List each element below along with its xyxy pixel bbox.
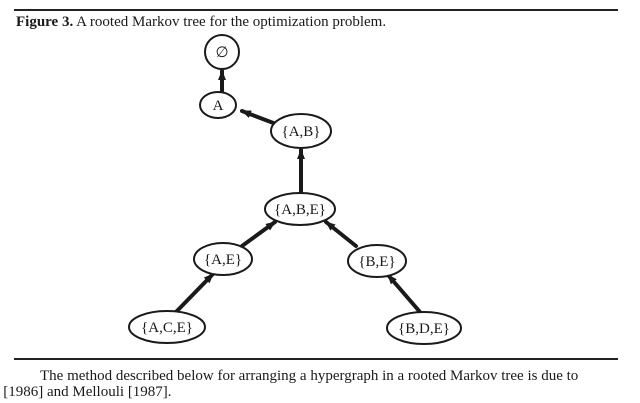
node-abe-label: {A,B,E} bbox=[274, 202, 326, 218]
node-ab-label: {A,B} bbox=[282, 124, 321, 140]
edge-ace-to-ae bbox=[174, 272, 215, 314]
body-line-2: g [1986] and Mellouli [1987]. bbox=[0, 384, 172, 400]
node-a-ellipse bbox=[199, 91, 237, 119]
node-ace-ellipse bbox=[128, 310, 206, 344]
node-ace-label: {A,C,E} bbox=[141, 320, 193, 336]
edge-ab-to-a bbox=[240, 109, 278, 126]
figure-caption-text: A rooted Markov tree for the optimizatio… bbox=[76, 14, 387, 30]
edge-bde-to-be bbox=[386, 273, 422, 314]
figure-caption: Figure 3. A rooted Markov tree for the o… bbox=[16, 13, 386, 31]
node-abe-ellipse bbox=[264, 192, 336, 226]
edge-be-to-abe bbox=[324, 220, 358, 248]
node-ae-label: {A,E} bbox=[204, 252, 242, 268]
node-a-label: A bbox=[213, 98, 224, 114]
body-paragraph: The method described below for arranging… bbox=[0, 368, 640, 400]
body-line-1: The method described below for arranging… bbox=[40, 368, 579, 384]
node-be-ellipse bbox=[347, 244, 407, 278]
figure-label: Figure 3. bbox=[16, 14, 74, 30]
node-be-label: {B,E} bbox=[358, 254, 395, 270]
node-root-ellipse bbox=[204, 34, 240, 70]
top-rule bbox=[14, 9, 618, 11]
node-ae-ellipse bbox=[193, 242, 253, 276]
node-bde-ellipse bbox=[386, 311, 462, 345]
edge-ae-to-abe bbox=[240, 220, 277, 248]
node-root-label: ∅ bbox=[215, 45, 228, 61]
node-ab-ellipse bbox=[270, 113, 332, 149]
node-bde-label: {B,D,E} bbox=[398, 321, 450, 337]
bottom-rule bbox=[14, 358, 618, 360]
